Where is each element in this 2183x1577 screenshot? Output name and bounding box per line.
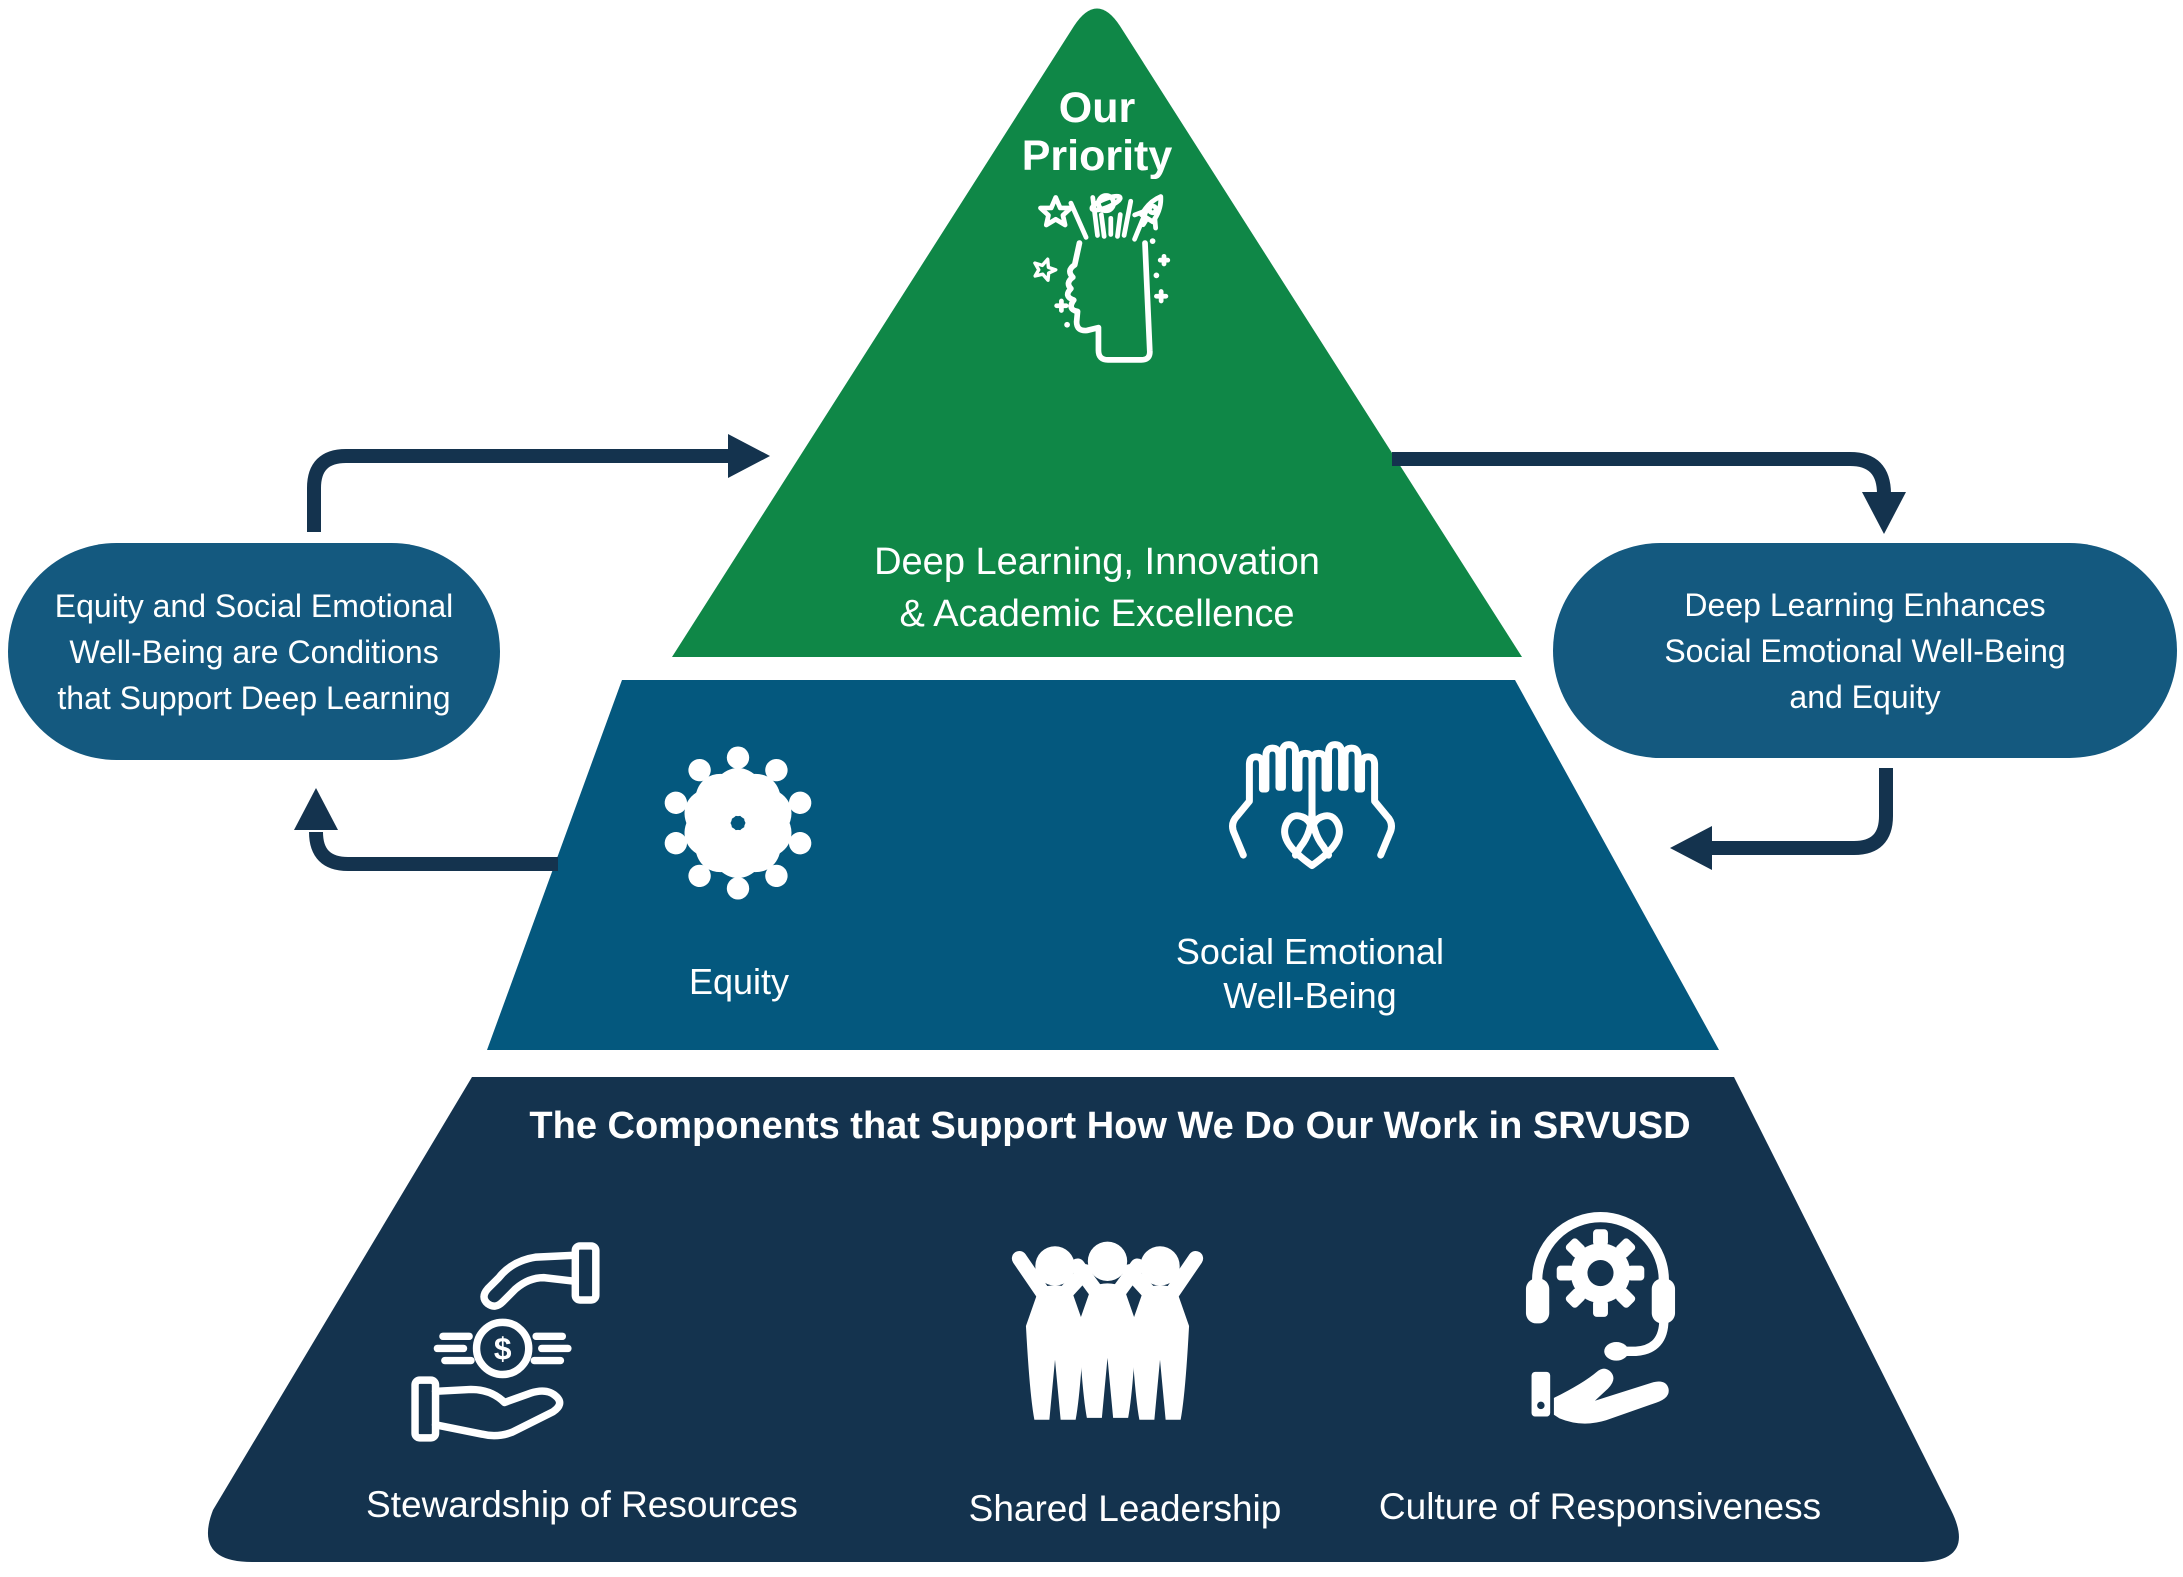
dollar-glyph: $: [494, 1331, 512, 1367]
top-tier-title: Our Priority: [1021, 84, 1173, 180]
stewardship-label: Stewardship of Resources: [366, 1484, 798, 1525]
arrow-top-right: [1392, 452, 1906, 534]
rocket-glyph: [1132, 194, 1164, 231]
culture-responsiveness-label: Culture of Responsiveness: [1378, 1486, 1822, 1527]
support-headset-hand-icon: [1525, 1212, 1676, 1424]
top-tier-label: Deep Learning, Innovation & Academic Exc…: [874, 541, 1320, 635]
sewb-label: Social Emotional Well-Being: [1175, 931, 1445, 1016]
callout-right-line: and Equity: [1789, 678, 1941, 715]
creativity-head-icon: [1033, 193, 1171, 363]
team-cheering-icon: [1011, 1241, 1204, 1420]
planet-glyph: [1089, 193, 1123, 214]
callout-right-line: Deep Learning Enhances: [1684, 586, 2046, 623]
callout-left-line: Well-Being are Conditions: [69, 633, 439, 670]
callout-left-line: that Support Deep Learning: [57, 679, 451, 716]
arrow-bottom-left: [294, 788, 558, 871]
gear-glyph: [1556, 1229, 1645, 1317]
bottom-tier-heading: The Components that Support How We Do Ou…: [529, 1105, 1691, 1147]
callout-right-line: Social Emotional Well-Being: [1664, 632, 2066, 669]
callout-left: Equity and Social Emotional Well-Being a…: [8, 543, 500, 760]
equity-label: Equity: [688, 961, 790, 1002]
giving-hands-money-icon: $: [411, 1242, 600, 1442]
callout-left-line: Equity and Social Emotional: [54, 587, 454, 624]
shared-leadership-label: Shared Leadership: [968, 1488, 1282, 1529]
callout-right: Deep Learning Enhances Social Emotional …: [1553, 543, 2177, 758]
arrow-top-left: [307, 434, 770, 532]
arrow-bottom-right: [1670, 768, 1893, 870]
hands-heart-icon: [1229, 741, 1395, 869]
tier-middle-blue: [487, 680, 1719, 1050]
equity-people-circle-icon: [658, 746, 818, 900]
